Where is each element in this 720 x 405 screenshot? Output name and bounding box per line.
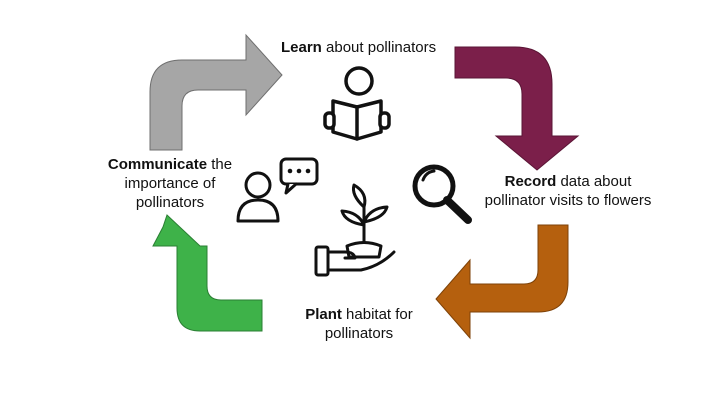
communicate-line2: importance of xyxy=(124,175,216,192)
arrow-record xyxy=(454,46,580,171)
record-label: Record data about pollinator visits to f… xyxy=(478,172,658,210)
record-rest: data about xyxy=(556,173,632,190)
record-bold: Record xyxy=(504,173,557,190)
plant-rest: habitat for xyxy=(341,306,413,323)
person-speech-icon xyxy=(236,157,319,223)
learn-bold: Learn xyxy=(281,39,322,56)
communicate-rest: the xyxy=(207,156,233,173)
plant-bold: Plant xyxy=(305,306,342,323)
communicate-label: Communicate the importance of pollinator… xyxy=(100,155,240,212)
arrow-learn xyxy=(149,33,283,151)
plant-line2: pollinators xyxy=(324,325,394,342)
reader-icon xyxy=(323,66,391,141)
arrow-communicate xyxy=(152,214,263,332)
sprout-in-hand-icon xyxy=(314,183,396,277)
plant-label: Plant habitat for pollinators xyxy=(294,305,424,343)
learn-label: Learn about pollinators xyxy=(281,38,436,57)
communicate-line3: pollinators xyxy=(135,194,205,211)
magnifier-icon xyxy=(412,164,472,224)
learn-rest: about pollinators xyxy=(321,39,437,56)
communicate-bold: Communicate xyxy=(107,156,208,173)
record-line2: pollinator visits to flowers xyxy=(484,192,652,209)
arrow-plant xyxy=(435,224,569,340)
